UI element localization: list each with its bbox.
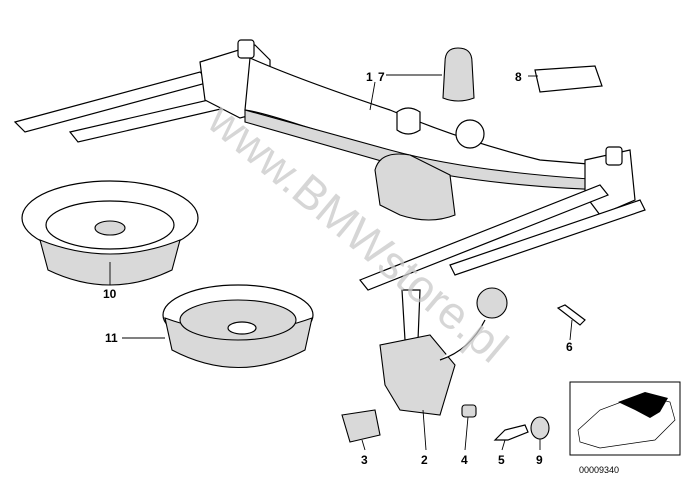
socket-part-3 <box>341 409 381 443</box>
callout-2[interactable]: 2 <box>421 453 428 467</box>
callout-4[interactable]: 4 <box>461 453 468 467</box>
location-inset <box>569 381 681 456</box>
callout-11[interactable]: 11 <box>105 331 118 345</box>
leader-lines <box>109 74 573 451</box>
callout-9[interactable]: 9 <box>536 453 543 467</box>
image-code: 00009340 <box>579 465 619 475</box>
callout-10[interactable]: 10 <box>103 287 117 301</box>
callout-5[interactable]: 5 <box>498 453 505 467</box>
callout-3[interactable]: 3 <box>361 453 368 467</box>
callout-6[interactable]: 6 <box>566 340 573 354</box>
key-part-5 <box>493 424 529 441</box>
crossmember-part <box>13 39 646 291</box>
callout-7[interactable]: 7 <box>378 70 385 84</box>
plate-part-8 <box>534 65 603 93</box>
lock-part-4 <box>461 404 477 418</box>
cap-part-7 <box>442 47 475 102</box>
tow-ball-part-2 <box>379 287 508 416</box>
wheel-well-part-11 <box>162 284 314 368</box>
callout-1[interactable]: 1 <box>366 70 373 84</box>
key-part-6 <box>556 304 586 326</box>
watermark: www.BMWstore.pl <box>198 92 518 372</box>
callout-8[interactable]: 8 <box>515 70 522 84</box>
